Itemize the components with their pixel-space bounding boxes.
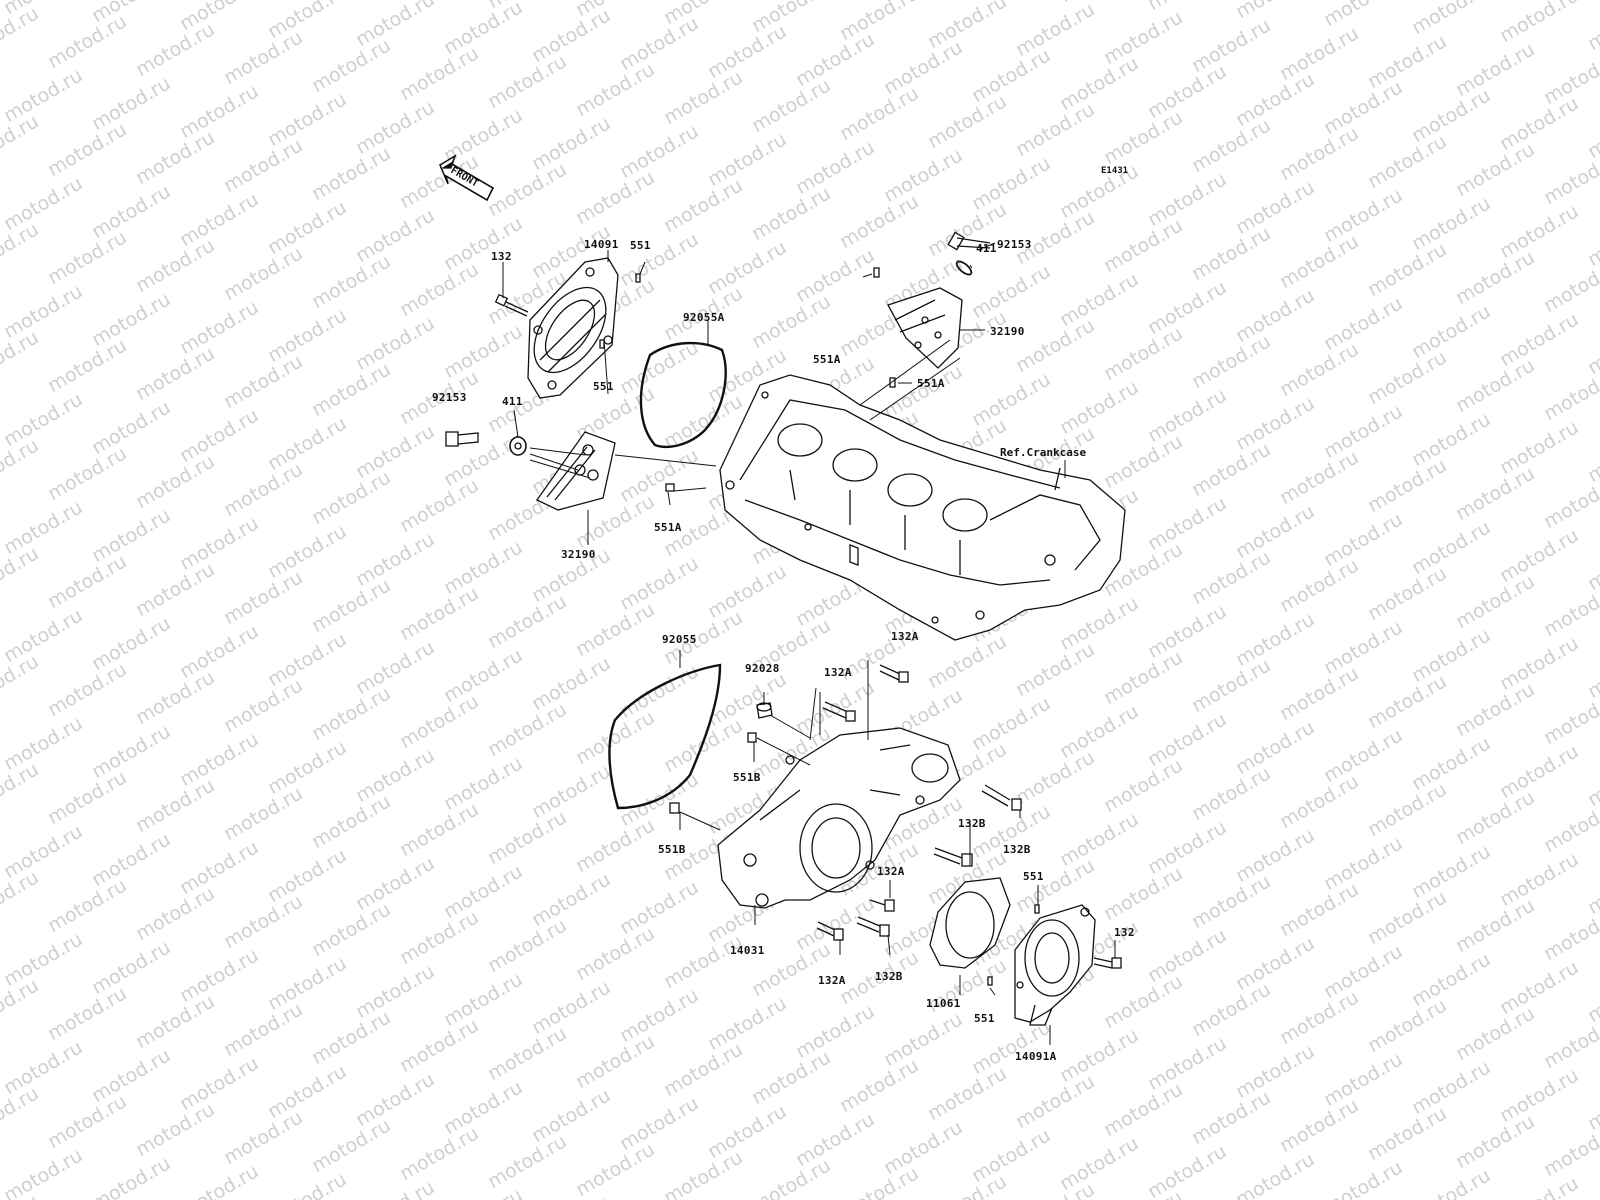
bolt-132-upper <box>494 293 529 317</box>
part-label-551-upper: 551 <box>630 239 651 252</box>
dowel-pin-551-a <box>635 273 641 283</box>
reference-label-crankcase: Ref.Crankcase <box>1000 446 1087 459</box>
dowel-pin-551-lower <box>987 976 993 986</box>
bracket-32190-right <box>887 287 963 369</box>
front-arrow-icon: FRONT <box>438 154 495 202</box>
part-label-92153-left: 92153 <box>432 391 467 404</box>
dowel-pin-551a-left <box>665 483 675 492</box>
part-label-132b-lower: 132B <box>875 970 903 983</box>
bolt-132a-top <box>879 664 909 683</box>
part-label-132b-right: 132B <box>1003 843 1031 856</box>
part-label-551-right: 551 <box>1023 870 1044 883</box>
part-label-551a-right: 551A <box>917 377 945 390</box>
part-label-551b-lower: 551B <box>658 843 686 856</box>
dowel-pin-551b-lower <box>669 802 680 814</box>
bolt-132b-right <box>981 784 1022 811</box>
dowel-pin-551b-upper <box>747 732 757 743</box>
part-label-14031: 14031 <box>730 944 765 957</box>
o-ring-92055a <box>639 341 727 449</box>
part-label-551a-top: 551A <box>813 353 841 366</box>
upper-cover-14091 <box>527 257 619 399</box>
part-label-132a-mid: 132A <box>824 666 852 679</box>
leader-lines <box>502 242 1116 1045</box>
part-label-132a-lower-right: 132A <box>877 865 905 878</box>
part-label-132a-top: 132A <box>891 630 919 643</box>
part-label-551b-upper: 551B <box>733 771 761 784</box>
part-label-92028: 92028 <box>745 662 780 675</box>
bolt-132a-mid <box>822 701 856 722</box>
dowel-pin-551-right <box>1034 904 1040 914</box>
bolt-132-lower <box>1093 957 1122 969</box>
lower-cover-14091a <box>1014 904 1096 1026</box>
oil-seal-92028 <box>756 702 773 719</box>
part-label-92153-right: 92153 <box>997 238 1032 251</box>
diagram-code: E1431 <box>1101 166 1129 176</box>
dowel-pin-551a-top <box>873 267 880 278</box>
part-label-11061: 11061 <box>926 997 961 1010</box>
bolt-132a-lower <box>816 921 844 941</box>
bolt-132a-lower-right <box>869 899 895 912</box>
bolt-132b-center <box>933 847 973 867</box>
part-label-132a-lower: 132A <box>818 974 846 987</box>
o-ring-92055 <box>608 663 722 810</box>
part-label-14091: 14091 <box>584 238 619 251</box>
part-label-92055a: 92055A <box>683 311 725 324</box>
crankcase <box>719 374 1126 641</box>
part-label-132-upper: 132 <box>491 250 512 263</box>
part-label-411-left: 411 <box>502 395 523 408</box>
part-label-92055: 92055 <box>662 633 697 646</box>
bracket-32190-left <box>536 431 616 511</box>
washer-411-right <box>955 260 973 276</box>
part-label-14091a: 14091A <box>1015 1050 1057 1063</box>
gasket-11061 <box>929 877 1011 969</box>
bolt-132b-lower <box>856 916 890 937</box>
part-label-132b-center: 132B <box>958 817 986 830</box>
part-label-551-mid: 551 <box>593 380 614 393</box>
part-label-132-lower: 132 <box>1114 926 1135 939</box>
dowel-pin-551a-right <box>889 377 896 388</box>
lower-case-14031 <box>717 727 961 909</box>
part-label-32190-right: 32190 <box>990 325 1025 338</box>
washer-411-left <box>509 436 527 456</box>
bolt-92153-left <box>445 431 479 447</box>
part-label-32190-left: 32190 <box>561 548 596 561</box>
part-label-411-right: 411 <box>976 242 997 255</box>
part-label-551a-left: 551A <box>654 521 682 534</box>
part-label-551-lower: 551 <box>974 1012 995 1025</box>
